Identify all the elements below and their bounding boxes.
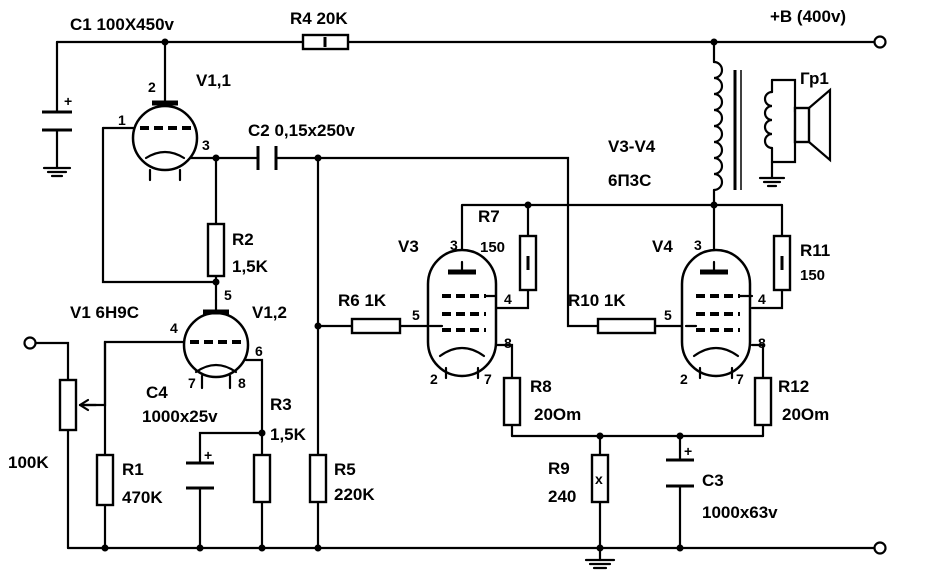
resistor-r2	[206, 222, 226, 278]
svg-text:3: 3	[202, 137, 210, 153]
c3-value: 1000x63v	[702, 503, 778, 522]
svg-text:7: 7	[188, 375, 196, 391]
pot-value: 100K	[8, 453, 49, 472]
svg-text:5: 5	[224, 287, 232, 303]
r3-name: R3	[270, 395, 292, 414]
c2-label: C2 0,15x250v	[248, 121, 355, 140]
resistor-r4	[301, 33, 350, 51]
svg-text:8: 8	[238, 375, 246, 391]
v3v4-type: 6П3С	[608, 171, 651, 190]
r11-value: 150	[800, 267, 825, 284]
ground-terminal	[873, 541, 887, 555]
r12-name: R12	[778, 377, 809, 396]
potentiometer	[58, 378, 98, 432]
r10-label: R10 1K	[568, 291, 626, 310]
r5-name: R5	[334, 460, 356, 479]
r2-value: 1,5K	[232, 257, 269, 276]
resistor-r3	[252, 453, 272, 504]
r9-value: 240	[548, 487, 576, 506]
resistor-r1	[95, 453, 115, 507]
supply-terminal	[873, 35, 887, 49]
capacitor-c1: +	[42, 93, 72, 178]
svg-text:4: 4	[758, 291, 766, 307]
r4-label: R4 20K	[290, 9, 348, 28]
v1-label: V1 6H9C	[70, 303, 139, 322]
speaker	[793, 87, 832, 163]
resistor-r10	[596, 317, 657, 335]
c4-name: C4	[146, 383, 168, 402]
capacitor-c4: +	[186, 447, 214, 490]
svg-text:1: 1	[118, 112, 126, 128]
speaker-label: Гр1	[800, 69, 829, 88]
c3-name: C3	[702, 471, 724, 490]
resistor-r9: x	[590, 453, 610, 504]
svg-text:5: 5	[664, 307, 672, 323]
r11-name: R11	[800, 241, 830, 260]
svg-text:x: x	[595, 471, 603, 487]
svg-text:7: 7	[736, 371, 744, 387]
resistor-r11	[772, 234, 792, 292]
v1-2-label: V1,2	[252, 303, 287, 322]
svg-text:6: 6	[255, 343, 263, 359]
r2-name: R2	[232, 230, 254, 249]
r3-value: 1,5K	[270, 425, 307, 444]
r7-value: 150	[480, 239, 505, 256]
c4-value: 1000x25v	[142, 407, 218, 426]
svg-text:8: 8	[504, 335, 512, 351]
r8-value: 20Om	[534, 405, 581, 424]
svg-text:5: 5	[412, 307, 420, 323]
v4-label: V4	[652, 237, 673, 256]
svg-text:+: +	[204, 447, 212, 463]
r8-name: R8	[530, 377, 552, 396]
r5-value: 220K	[334, 485, 375, 504]
v3v4-name: V3-V4	[608, 137, 656, 156]
svg-text:7: 7	[484, 371, 492, 387]
capacitor-c2	[256, 146, 278, 170]
ground-symbol	[584, 558, 616, 570]
c1-label: C1 100X450v	[70, 15, 175, 34]
svg-text:2: 2	[148, 79, 156, 95]
svg-text:3: 3	[694, 237, 702, 253]
svg-text:3: 3	[450, 237, 458, 253]
r1-value: 470K	[122, 488, 163, 507]
supply-label: +B (400v)	[770, 7, 846, 26]
resistor-r6	[350, 317, 402, 335]
r9-name: R9	[548, 459, 570, 478]
resistor-r8	[502, 376, 522, 427]
tube-v3	[426, 248, 498, 380]
svg-text:4: 4	[170, 320, 178, 336]
resistor-r12	[753, 376, 773, 427]
resistor-r7	[518, 234, 538, 292]
output-transformer	[712, 60, 786, 192]
terminals	[23, 35, 887, 555]
tube-v4	[680, 248, 754, 380]
v1-1-label: V1,1	[196, 71, 231, 90]
r6-label: R6 1K	[338, 291, 387, 310]
input-terminal	[23, 336, 37, 350]
svg-text:2: 2	[430, 371, 438, 387]
r1-name: R1	[122, 460, 144, 479]
r7-name: R7	[478, 207, 500, 226]
tube-v1-2	[182, 298, 250, 390]
svg-text:8: 8	[758, 335, 766, 351]
svg-text:4: 4	[504, 291, 512, 307]
tube-v1-1	[131, 100, 199, 182]
junction-dots	[101, 38, 718, 552]
r12-value: 20Om	[782, 405, 829, 424]
v3-label: V3	[398, 237, 419, 256]
svg-text:+: +	[64, 93, 72, 109]
resistor-r5	[308, 453, 328, 504]
svg-text:2: 2	[680, 371, 688, 387]
svg-text:+: +	[684, 443, 692, 459]
capacitor-c3: +	[666, 443, 694, 488]
